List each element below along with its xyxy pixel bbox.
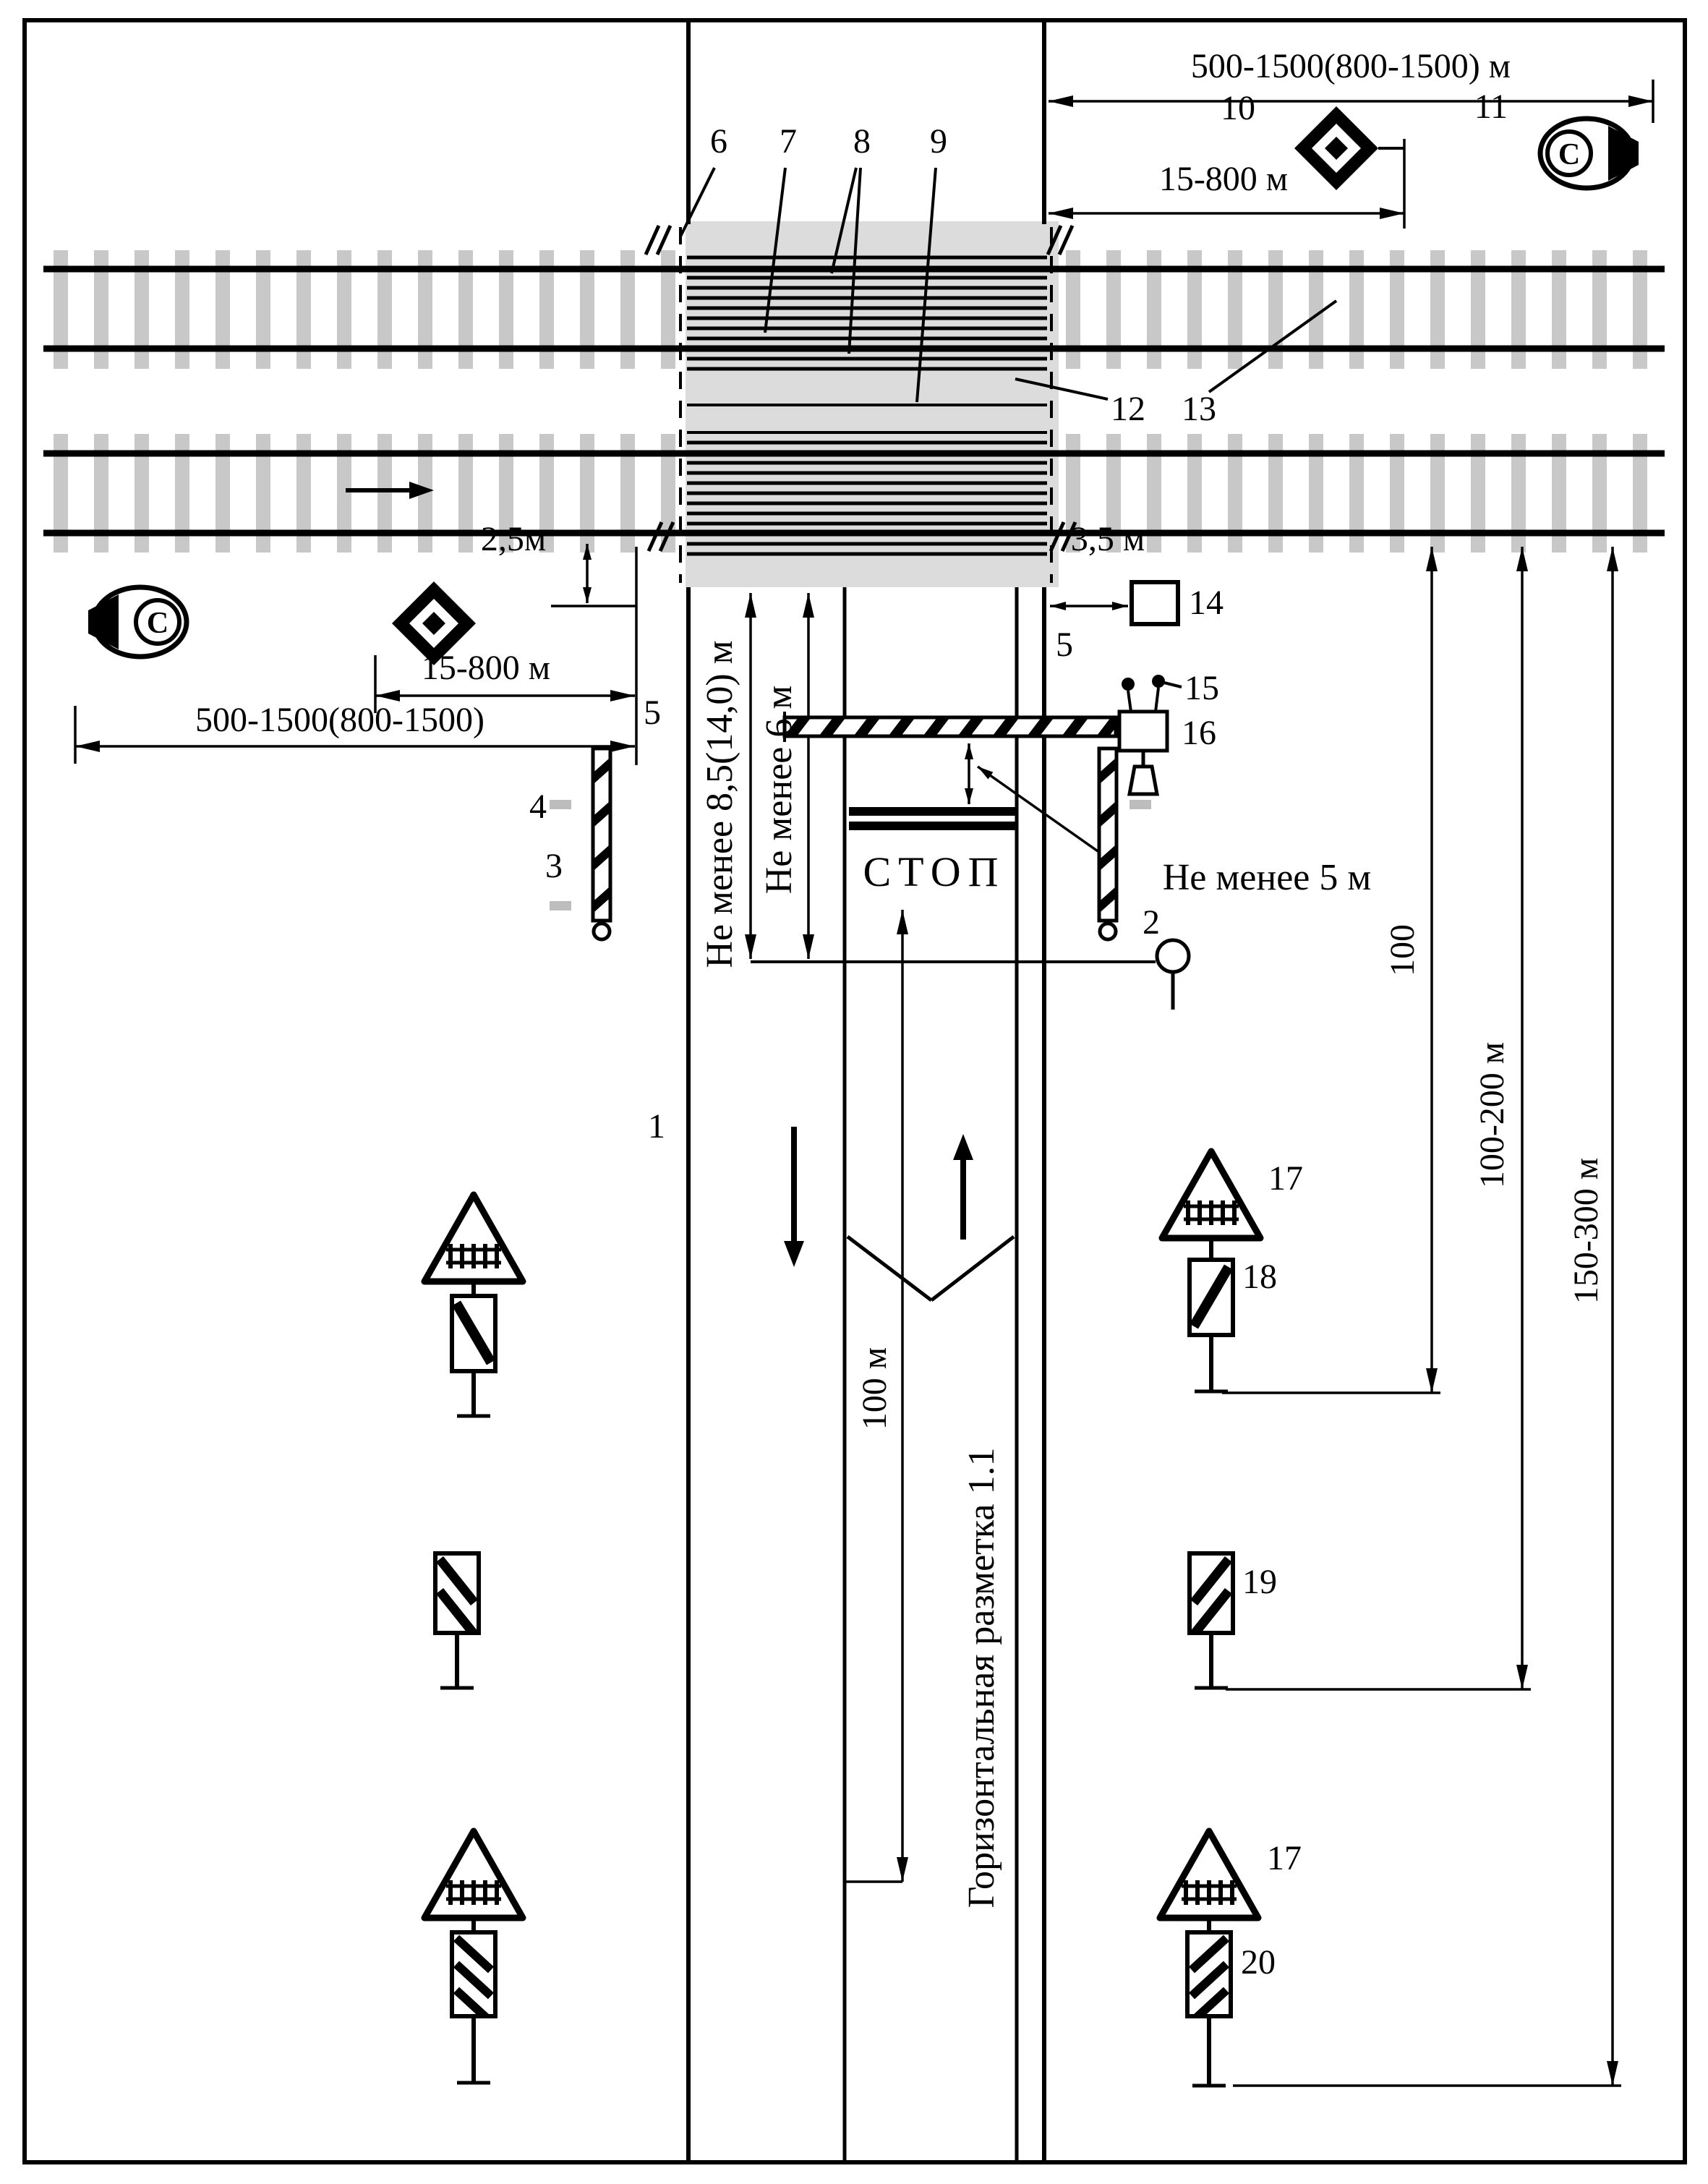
diagram-border — [22, 18, 1687, 2164]
callout-5-right: 5 — [1056, 626, 1073, 664]
diamond-sign-left — [392, 581, 476, 665]
callout-8: 8 — [853, 122, 871, 161]
callout-7: 7 — [780, 122, 797, 161]
diamond-sign-right — [1294, 106, 1404, 190]
marking-taper — [846, 1235, 1015, 1302]
callout-leaders — [679, 167, 1338, 688]
barrier — [782, 675, 1169, 796]
dim-label-100: 100 — [1383, 924, 1422, 976]
dim-label-min-5m: Не менее 5 м — [1162, 857, 1372, 898]
fence-icon — [1182, 1880, 1237, 1905]
callout-13: 13 — [1182, 390, 1216, 428]
callout-12: 12 — [1111, 390, 1145, 428]
road-sign-right-bottom — [1156, 1827, 1262, 2088]
signal-2 — [751, 938, 1191, 1010]
callout-15: 15 — [1184, 669, 1219, 707]
road-sign-left-top — [421, 1191, 526, 1418]
deck-edge-dashed — [679, 227, 1053, 583]
road-edges-and-markings — [686, 22, 1046, 2160]
callout-6: 6 — [710, 122, 727, 161]
marking-dashes — [550, 800, 1151, 910]
callout-3: 3 — [545, 847, 563, 885]
dimension-lines — [75, 95, 1653, 2086]
road-sign-left-middle — [433, 1551, 481, 1690]
callout-9: 9 — [930, 122, 947, 161]
callout-19: 19 — [1242, 1563, 1277, 1601]
crossing-signal-left — [88, 584, 189, 660]
callout-10: 10 — [1221, 89, 1255, 127]
fence-icon — [446, 1880, 501, 1905]
callout-17-top: 17 — [1268, 1159, 1303, 1198]
dim-label-150-300m: 150-300 м — [1567, 1157, 1605, 1305]
road-sign-left-bottom — [421, 1827, 526, 2085]
callout-11: 11 — [1474, 88, 1508, 126]
marking-1-1-label: Горизонтальная разметка 1.1 — [961, 1447, 1002, 1908]
callout-17-bottom: 17 — [1267, 1839, 1302, 1877]
crossing-deck — [679, 221, 1059, 587]
min5m-leader — [976, 765, 1119, 866]
barrier-counterweight — [1127, 764, 1160, 796]
callout-14: 14 — [1189, 584, 1224, 622]
stop-pavement-marking: СТОП — [863, 848, 1006, 895]
barrier-drive-box — [1117, 709, 1169, 753]
callout-5-left: 5 — [644, 694, 661, 732]
guide-post-left — [591, 746, 612, 942]
guide-post-right — [1097, 746, 1119, 942]
dim-label-100m-road: 100 м — [855, 1347, 894, 1430]
fence-icon — [1184, 1200, 1239, 1225]
crossing-signal-right — [1537, 116, 1639, 191]
callout-1: 1 — [648, 1107, 665, 1146]
dim-label-min-6m: Не менее 6 м — [759, 685, 800, 895]
barrier-lamp — [1122, 678, 1135, 691]
train-direction-arrow — [346, 482, 434, 499]
dim-label-min-8-5m: Не менее 8,5(14,0) м — [699, 640, 740, 968]
callout-4: 4 — [529, 788, 547, 826]
road-sign-right-middle — [1187, 1551, 1235, 1690]
callout-2: 2 — [1143, 903, 1160, 942]
sign-14-box — [1130, 580, 1180, 626]
dim-label-top-near: 15-800 м — [1158, 160, 1289, 198]
callout-16: 16 — [1182, 714, 1216, 752]
stop-line — [849, 807, 1015, 830]
signal-letter-right: С — [1558, 138, 1581, 171]
road-sign-right-top — [1158, 1148, 1264, 1394]
fence-icon — [446, 1244, 501, 1268]
dim-label-top-far: 500-1500(800-1500) м — [1190, 47, 1511, 85]
dim-label-100-200m: 100-200 м — [1473, 1041, 1511, 1189]
dim-label-3-5m: 3,5 м — [1070, 520, 1145, 558]
signal-letter-left: С — [146, 607, 169, 640]
callout-18: 18 — [1242, 1258, 1277, 1296]
break-marks — [644, 224, 1077, 553]
barrier-lamp — [1152, 675, 1165, 688]
dim-label-2-5m: 2,5м — [480, 520, 547, 558]
dim-label-left-far: 500-1500(800-1500) — [195, 701, 484, 739]
traffic-arrows — [784, 1127, 973, 1267]
railway-rails — [43, 265, 1665, 537]
extension-lines — [74, 80, 1654, 2087]
callout-20: 20 — [1241, 1943, 1276, 1982]
dim-label-left-near: 15-800 м — [421, 649, 551, 687]
